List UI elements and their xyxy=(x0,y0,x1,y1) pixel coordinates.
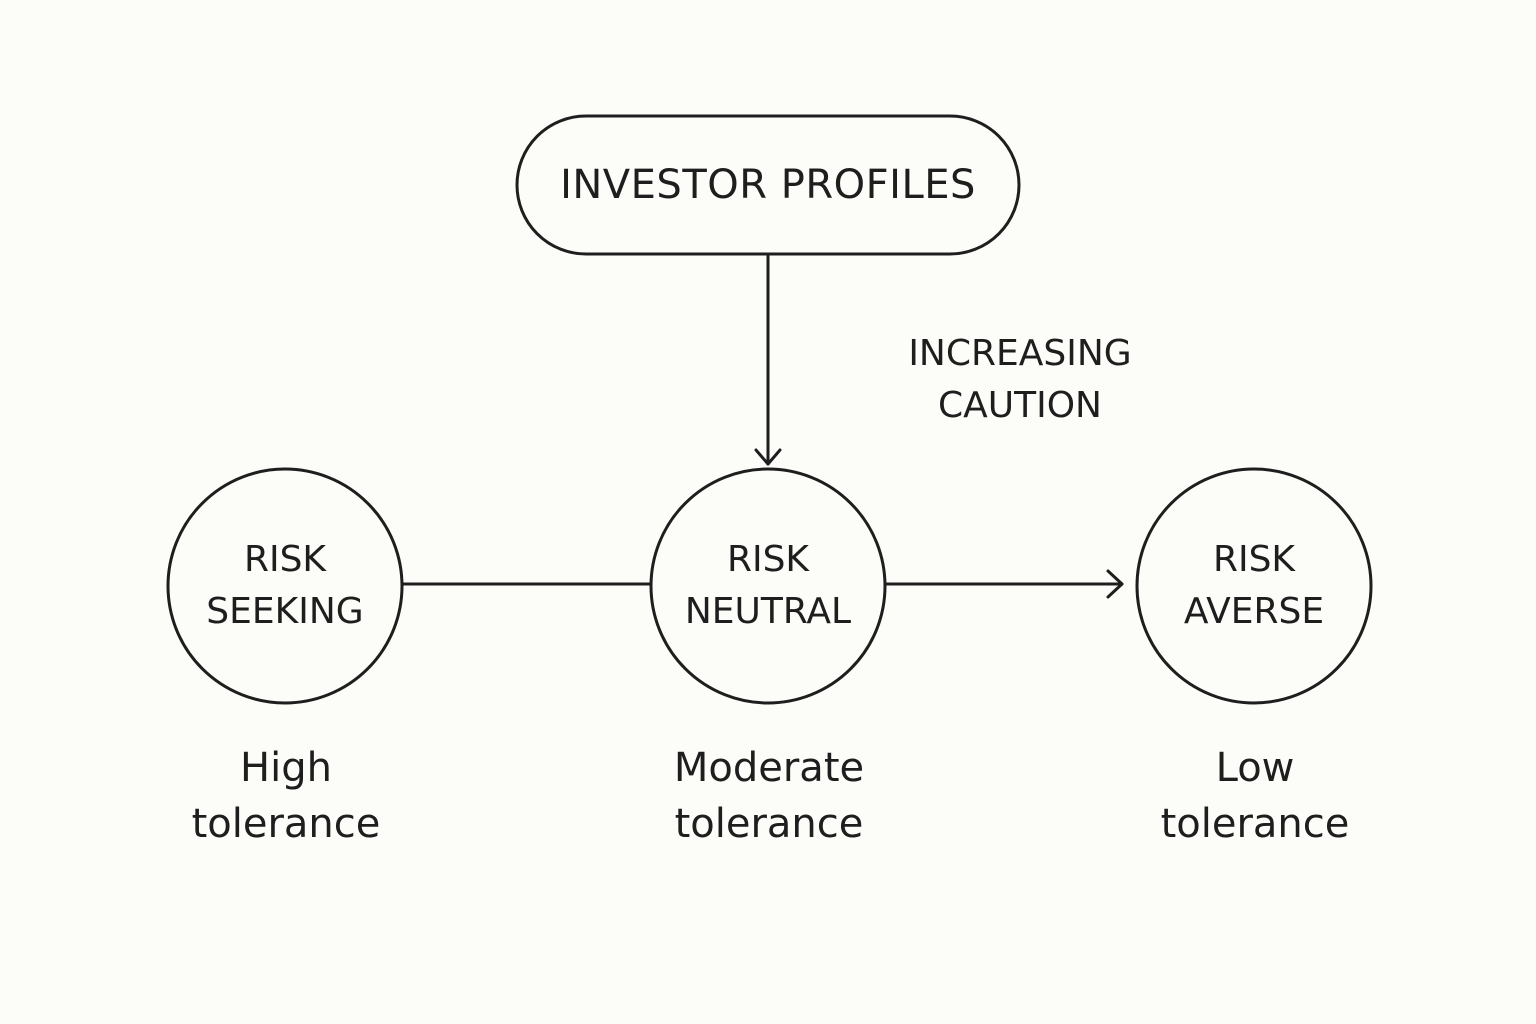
risk-seeking-line-2: SEEKING xyxy=(206,591,364,632)
high-tolerance-caption: High tolerance xyxy=(136,740,436,852)
investor-profiles-text: INVESTOR PROFILES xyxy=(560,162,976,208)
risk-averse-label: RISK AVERSE xyxy=(1137,469,1371,703)
annotation-line-1: INCREASING xyxy=(908,333,1132,374)
annotation-line-2: CAUTION xyxy=(938,385,1102,426)
moderate-tolerance-line-1: Moderate xyxy=(673,745,865,791)
risk-neutral-line-1: RISK xyxy=(726,539,810,580)
risk-seeking-line-1: RISK xyxy=(243,539,327,580)
risk-averse-line-1: RISK xyxy=(1212,539,1296,580)
increasing-caution-annotation: INCREASING CAUTION xyxy=(880,328,1160,432)
high-tolerance-line-2: tolerance xyxy=(191,801,381,847)
low-tolerance-line-2: tolerance xyxy=(1160,801,1350,847)
risk-neutral-label: RISK NEUTRAL xyxy=(651,469,885,703)
moderate-tolerance-caption: Moderate tolerance xyxy=(619,740,919,852)
root-to-neutral-arrowhead xyxy=(754,448,782,466)
risk-neutral-line-2: NEUTRAL xyxy=(684,591,852,632)
investor-profiles-label: INVESTOR PROFILES xyxy=(518,116,1018,254)
neutral-to-averse-arrowhead xyxy=(1106,569,1124,599)
high-tolerance-line-1: High xyxy=(240,745,332,791)
risk-neutral-circle xyxy=(649,467,887,705)
risk-seeking-label: RISK SEEKING xyxy=(168,469,402,703)
moderate-tolerance-line-2: tolerance xyxy=(674,801,864,847)
risk-averse-line-2: AVERSE xyxy=(1183,591,1325,632)
risk-averse-circle xyxy=(1135,467,1373,705)
investor-profiles-box xyxy=(515,114,1021,256)
low-tolerance-caption: Low tolerance xyxy=(1105,740,1405,852)
risk-seeking-circle xyxy=(166,467,404,705)
low-tolerance-line-1: Low xyxy=(1215,745,1295,791)
